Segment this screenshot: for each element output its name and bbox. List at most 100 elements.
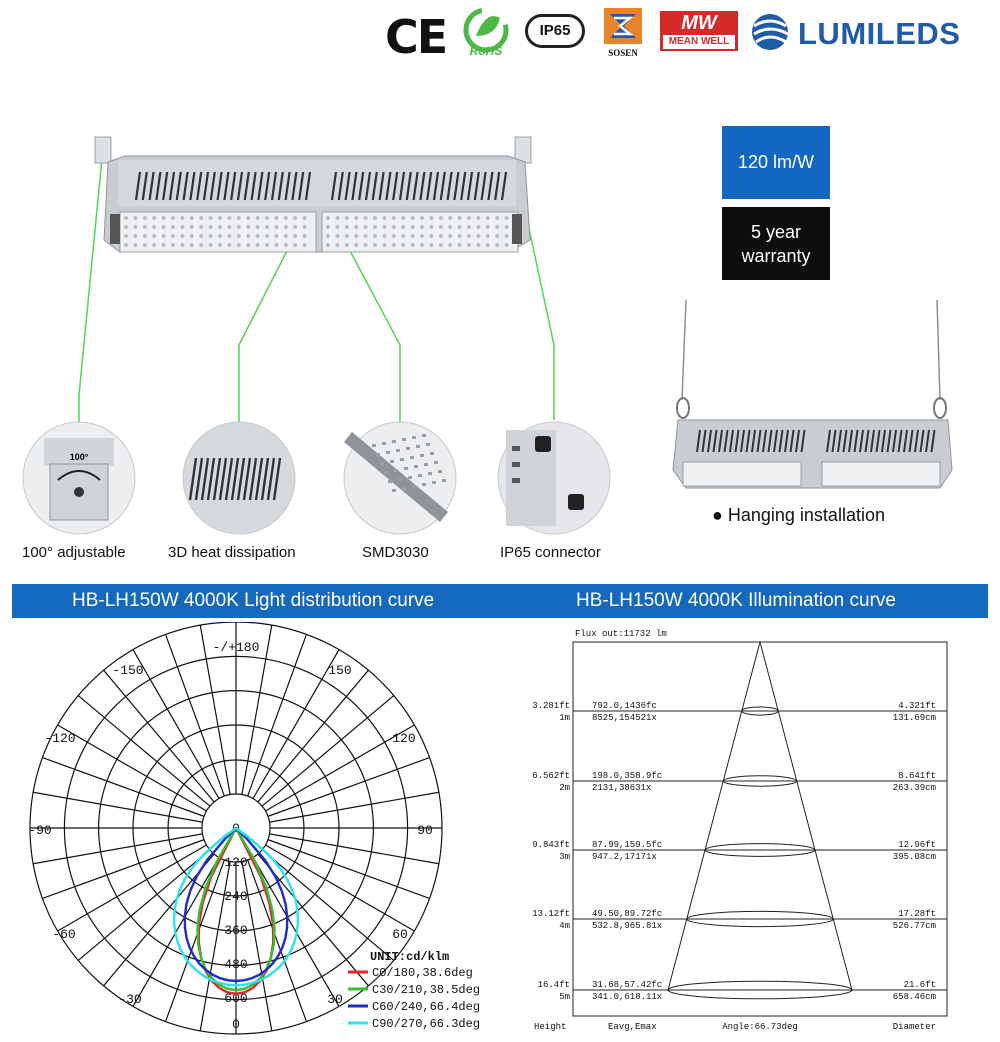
legend-entry: C0/180,38.6deg <box>372 966 473 980</box>
illumination-cell: 3.281ft <box>532 701 570 711</box>
distribution-curves <box>172 827 300 996</box>
certification-logos: CE RoHS IP65 SOSEN MW MEAN WELL LUMILEDS <box>385 6 995 64</box>
illumination-cell: 792.0,1436fc <box>592 701 657 711</box>
polar-distribution-chart: -/+180 -150 150 -120 120 -90 90 -60 60 -… <box>28 622 480 1035</box>
legend-entry: C60/240,66.4deg <box>372 1000 480 1014</box>
illumination-cell: 21.6ft <box>904 980 936 990</box>
angle-label-m60: -60 <box>52 927 75 942</box>
warranty-line-2: warranty <box>741 245 811 266</box>
warranty-box: 5 year warranty <box>722 207 830 280</box>
legend-entry: C30/210,38.5deg <box>372 983 480 997</box>
illumination-cell: 16.4ft <box>538 980 570 990</box>
detail-adjustable: 100° <box>22 421 136 535</box>
illumination-cell: 2m <box>559 783 570 793</box>
light-distribution-title: HB-LH150W 4000K Light distribution curve <box>72 590 435 611</box>
angle-label-m150: -150 <box>112 663 143 678</box>
illumination-cell: 526.77cm <box>893 921 936 931</box>
curve-3 <box>172 827 300 987</box>
flux-out-label: Flux out:11732 lm <box>575 629 667 639</box>
rohs-text: RoHS <box>470 44 503 58</box>
illumination-cell: 87.99,159.5fc <box>592 840 662 850</box>
illumination-cell: 131.69cm <box>893 713 936 723</box>
mounting-brackets <box>94 136 532 164</box>
efficacy-value: 120 lm/W <box>737 152 815 172</box>
high-bay-fixture <box>103 155 531 253</box>
footer-eavg: Eavg,Emax <box>608 1022 657 1032</box>
illumination-cell: 3m <box>559 852 570 862</box>
detail-smd3030 <box>343 421 457 535</box>
footer-angle: Angle:66.73deg <box>722 1022 798 1032</box>
angle-label-m120: -120 <box>44 731 75 746</box>
illumination-title: HB-LH150W 4000K Illumination curve <box>576 590 896 611</box>
angle-label-150: 150 <box>328 663 351 678</box>
radial-label: 480 <box>224 957 247 972</box>
angle-label-m30: -30 <box>118 992 141 1007</box>
legend-entry: C90/270,66.3deg <box>372 1017 480 1031</box>
curve-2 <box>183 827 289 983</box>
illumination-cell: 532.8,965.81x <box>592 921 662 931</box>
illumination-cone-chart: Flux out:11732 lm 3.281ft 1m 792.0,1436fc 8… <box>532 629 948 1032</box>
angle-label-90: 90 <box>417 823 433 838</box>
radial-label: 360 <box>224 923 247 938</box>
illumination-cell: 341.0,618.11x <box>592 992 662 1002</box>
illumination-cell: 8.641ft <box>898 771 936 781</box>
illumination-cell: 13.12ft <box>532 909 570 919</box>
angle-label-m90: -90 <box>28 823 51 838</box>
feature-label-connector: IP65 connector <box>500 544 601 561</box>
footer-diameter: Diameter <box>893 1022 936 1032</box>
illumination-cell: 263.39cm <box>893 783 936 793</box>
illumination-cell: 2131,38631x <box>592 783 651 793</box>
angle-label-60: 60 <box>392 927 408 942</box>
detail-heat-dissipation <box>182 421 296 535</box>
efficacy-box: 120 lm/W <box>722 126 830 199</box>
lumileds-text: LUMILEDS <box>798 16 961 51</box>
illumination-cell: 658.46cm <box>893 992 936 1002</box>
illumination-cell: 5m <box>559 992 570 1002</box>
rohs-leaf-icon: RoHS <box>463 7 509 58</box>
rohs-logo: RoHS <box>460 6 512 58</box>
detail-ip65-connector <box>497 421 611 535</box>
illumination-cell: 31.68,57.42fc <box>592 980 662 990</box>
meanwell-text: MEAN WELL <box>663 35 735 49</box>
curve-1 <box>196 827 276 992</box>
illumination-cell: 4m <box>559 921 570 931</box>
illumination-cell: 49.50,89.72fc <box>592 909 662 919</box>
illumination-cell: 6.562ft <box>532 771 570 781</box>
meanwell-logo: MW MEAN WELL <box>660 11 738 51</box>
section-header-bar: HB-LH150W 4000K Light distribution curve… <box>12 584 988 618</box>
angle-label-120: 120 <box>392 731 415 746</box>
angle-label-30: 30 <box>327 992 343 1007</box>
illumination-cell: 8525,154521x <box>592 713 657 723</box>
radial-label: 600 <box>224 991 247 1006</box>
footer-height: Height <box>534 1022 566 1032</box>
curve-0 <box>197 827 275 996</box>
feature-label-smd: SMD3030 <box>362 544 429 561</box>
illumination-cell: 4.321ft <box>898 701 936 711</box>
radial-label: 120 <box>224 855 247 870</box>
sosen-emblem-icon <box>604 8 642 44</box>
warranty-line-1: 5 year <box>750 221 802 242</box>
illumination-cell: 17.28ft <box>898 909 936 919</box>
sosen-logo: SOSEN <box>600 6 646 58</box>
feature-label-heat: 3D heat dissipation <box>168 544 296 561</box>
unit-label: UNIT:cd/klm <box>370 950 449 964</box>
hanging-installation-label: ● Hanging installation <box>712 505 885 525</box>
angle-label-180: -/+180 <box>213 640 260 655</box>
sosen-text: SOSEN <box>608 48 638 58</box>
meanwell-mark: MW <box>681 12 717 34</box>
illumination-cell: 12.96ft <box>898 840 936 850</box>
ce-mark: CE <box>385 10 448 64</box>
lumileds-globe-icon <box>752 14 789 50</box>
illumination-cell: 198.0,358.9fc <box>592 771 662 781</box>
feature-label-adjustable: 100° adjustable <box>22 544 126 561</box>
ip65-badge: IP65 <box>525 14 585 48</box>
angle-label-0: 0 <box>232 1017 240 1032</box>
hanging-fixture <box>672 299 953 489</box>
product-illustration: 100° <box>22 136 953 535</box>
illumination-cell: 395.08cm <box>893 852 936 862</box>
illumination-cell: 1m <box>559 713 570 723</box>
illumination-cell: 9.843ft <box>532 840 570 850</box>
lumileds-logo: LUMILEDS <box>750 12 990 52</box>
radial-label: 240 <box>224 889 247 904</box>
curve-legend: C0/180,38.6degC30/210,38.5degC60/240,66.… <box>348 966 480 1031</box>
